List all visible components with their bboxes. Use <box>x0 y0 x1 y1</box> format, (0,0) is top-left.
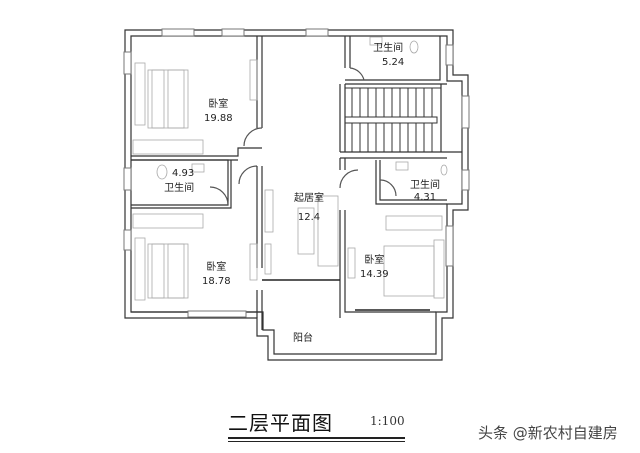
room-label-bedroom-se: 卧室 14.39 <box>360 255 389 280</box>
room-name: 起居室 <box>294 193 324 204</box>
room-label-bath-w: 4.93 卫生间 <box>164 168 194 194</box>
room-area: 14.39 <box>360 269 389 280</box>
room-label-balcony: 阳台 <box>293 333 313 344</box>
watermark: 头条 @新农村自建房 <box>478 424 618 442</box>
room-name: 卧室 <box>206 262 227 273</box>
title-underline-thin <box>228 441 405 442</box>
room-label-bedroom-sw: 卧室 18.78 <box>202 262 231 287</box>
room-area: 4.31 <box>413 192 437 203</box>
room-label-living: 起居室 12.4 <box>294 193 324 223</box>
room-name: 卧室 <box>364 255 385 266</box>
drawing-title: 二层平面图 <box>228 411 333 435</box>
furniture <box>132 36 448 301</box>
room-label-bath-ne: 卫生间 5.24 <box>372 43 404 68</box>
room-area: 18.78 <box>202 276 231 287</box>
room-area: 19.88 <box>204 113 233 124</box>
room-name: 卧室 <box>208 99 229 110</box>
room-name: 卫生间 <box>373 43 404 54</box>
room-label-bath-e: 卫生间 4.31 <box>410 180 440 203</box>
room-area: 12.4 <box>297 212 321 223</box>
title-underline <box>228 437 405 439</box>
room-area: 5.24 <box>382 57 405 68</box>
drawing-scale: 1:100 <box>370 414 405 428</box>
room-name: 卫生间 <box>410 180 440 191</box>
stairs <box>344 87 441 152</box>
windows <box>123 28 470 318</box>
outer-wall <box>124 29 469 361</box>
room-area: 4.93 <box>172 168 195 179</box>
room-label-bedroom-nw: 卧室 19.88 <box>204 99 233 124</box>
room-name: 阳台 <box>293 333 313 344</box>
room-name: 卫生间 <box>164 183 195 194</box>
drawing-title-block: 二层平面图 1:100 <box>228 407 405 442</box>
